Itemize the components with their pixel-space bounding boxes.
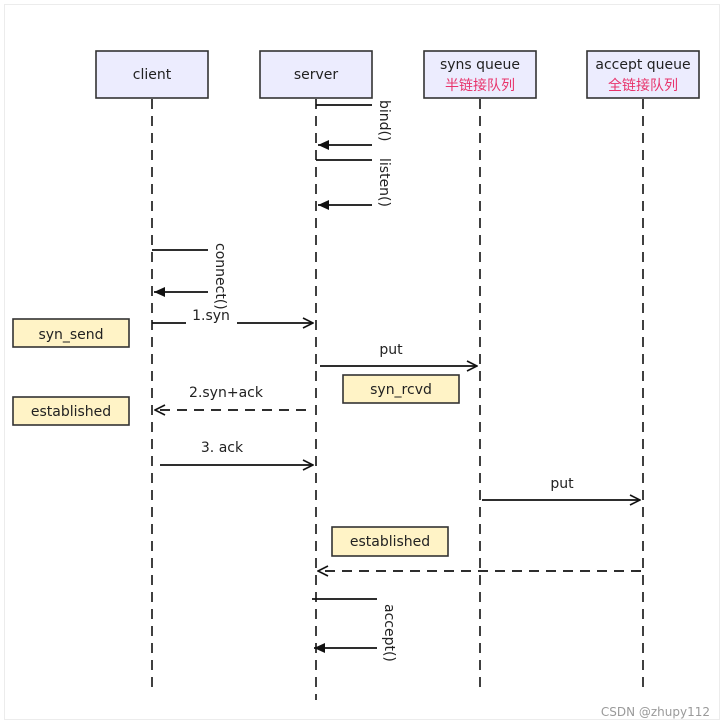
participant-client: client: [95, 50, 209, 99]
self-call-connect-label: connect(): [212, 243, 228, 310]
message-ack-label: 3. ack: [201, 440, 244, 456]
participant-server-name: server: [294, 67, 339, 83]
watermark: CSDN @zhupy112: [600, 705, 710, 719]
message-syn-ack-label: 2.syn+ack: [189, 385, 264, 401]
message-syn-ack: 2.syn+ack: [155, 385, 306, 410]
self-call-accept-label: accept(): [381, 604, 397, 662]
participant-syns-queue-subtitle: 半链接队列: [445, 77, 515, 94]
note-syn-send-text: syn_send: [38, 327, 103, 343]
message-put-accept: put: [482, 476, 640, 500]
note-syn-rcvd-text: syn_rcvd: [370, 382, 432, 398]
diagram-frame: [4, 4, 720, 720]
self-call-accept: accept(): [312, 598, 397, 662]
message-put-accept-label: put: [550, 476, 574, 492]
participant-syns-queue-name: syns queue: [440, 57, 520, 73]
participant-syns-queue: syns queue 半链接队列: [423, 50, 537, 99]
self-call-listen: listen(): [316, 158, 392, 210]
note-established-client-text: established: [31, 404, 111, 420]
note-syn-send: syn_send: [12, 318, 130, 348]
note-established-server-text: established: [350, 534, 430, 550]
note-syn-rcvd: syn_rcvd: [342, 374, 460, 404]
note-established-server: established: [331, 526, 449, 557]
self-call-listen-label: listen(): [376, 158, 392, 207]
message-ack: 3. ack: [160, 440, 313, 465]
self-call-connect: connect(): [152, 243, 228, 310]
message-syn: 1.syn: [152, 308, 313, 324]
note-established-client: established: [12, 396, 130, 426]
participant-accept-queue-subtitle: 全链接队列: [608, 77, 678, 94]
participant-accept-queue: accept queue 全链接队列: [586, 50, 700, 99]
message-syn-label: 1.syn: [192, 308, 230, 324]
message-put-syns: put: [320, 342, 477, 366]
message-put-syns-label: put: [379, 342, 403, 358]
participant-client-name: client: [133, 67, 172, 83]
participant-accept-queue-name: accept queue: [595, 57, 690, 73]
self-call-bind-label: bind(): [376, 100, 392, 141]
self-call-bind: bind(): [316, 100, 392, 150]
participant-server: server: [259, 50, 373, 99]
